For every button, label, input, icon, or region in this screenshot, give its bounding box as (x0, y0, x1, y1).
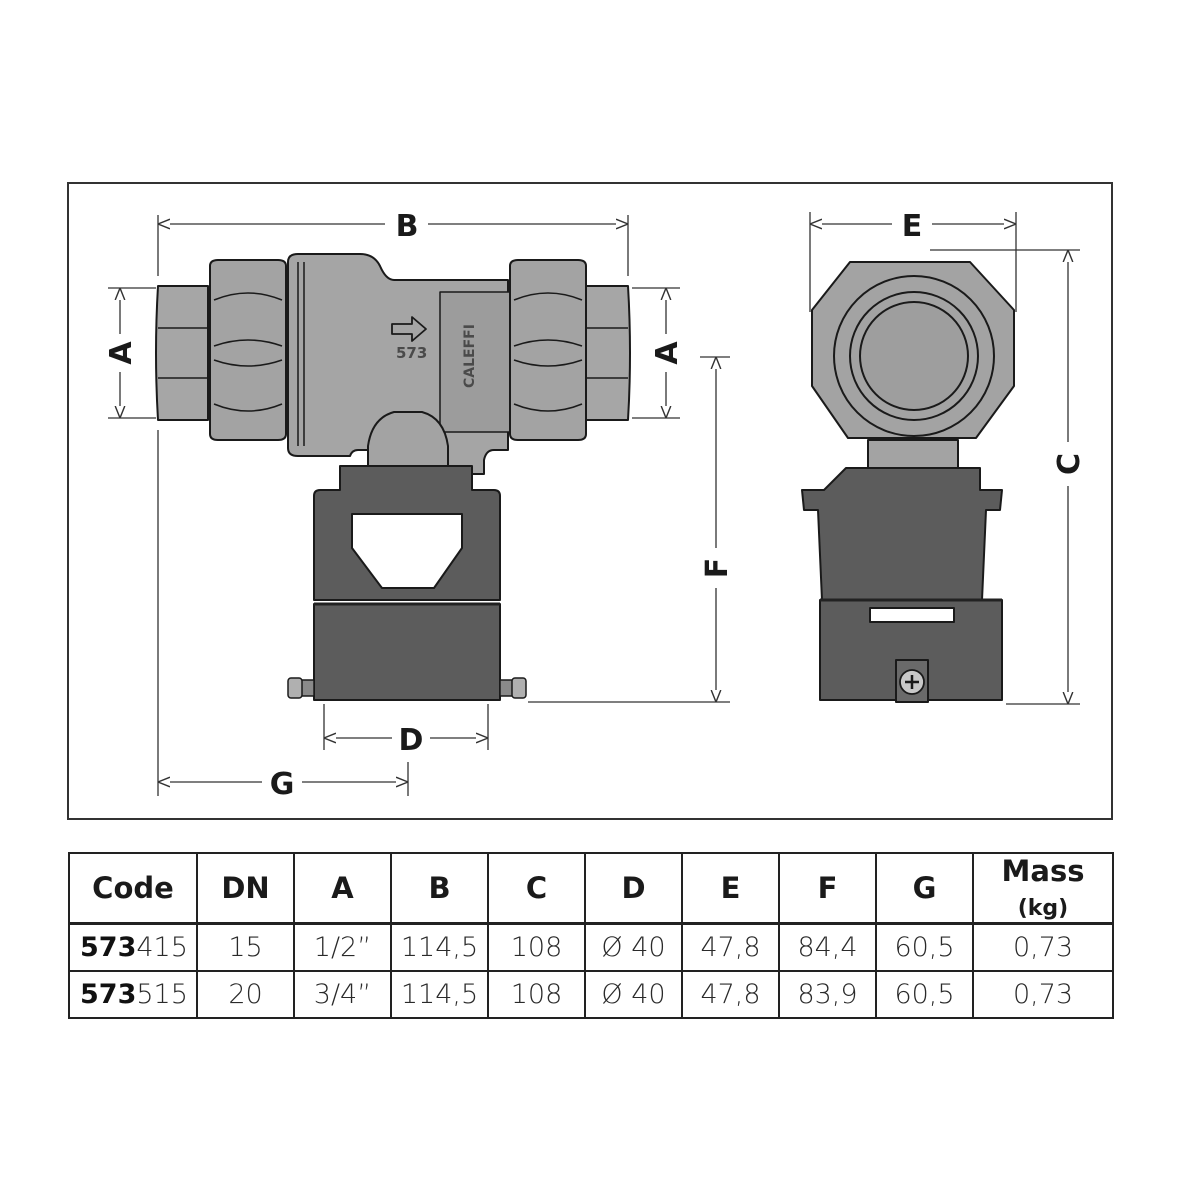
body-model-marking: 573 (396, 344, 427, 362)
header-d: D (584, 852, 683, 925)
header-dn: DN (196, 852, 295, 925)
dimensions-table: Code DN A B C D E F G Mass (kg) 573415 1… (68, 852, 1114, 1019)
side-pipe-bore (859, 301, 969, 411)
valve-technical-drawing: 573 CALEFFI (67, 182, 1113, 820)
dim-label-a-left: A (104, 341, 139, 365)
dim-label-g: G (270, 767, 295, 802)
side-view (801, 261, 1015, 703)
side-insulation-shell (801, 467, 1003, 601)
dim-label-c: C (1052, 453, 1087, 475)
cell-b: 114,5 (390, 970, 489, 1019)
code-prefix: 573 (80, 979, 137, 1010)
table-row: 573415 15 1/2” 114,5 108 Ø 40 47,8 84,4 … (68, 922, 1114, 972)
front-view (155, 253, 631, 701)
header-f: F (778, 852, 877, 925)
flow-arrow-icon (391, 316, 427, 342)
header-b: B (390, 852, 489, 925)
cell-dn: 20 (196, 970, 295, 1019)
code-suffix: 515 (136, 979, 188, 1010)
cell-a: 3/4” (293, 970, 392, 1019)
header-mass-label: Mass (1001, 854, 1085, 888)
cell-a: 1/2” (293, 922, 392, 972)
cell-dn: 15 (196, 922, 295, 972)
cell-c: 108 (487, 970, 586, 1019)
left-pipe-end (155, 285, 209, 421)
right-screw-icon (499, 677, 527, 699)
cell-b: 114,5 (390, 922, 489, 972)
left-screw-icon (287, 677, 315, 699)
cell-g: 60,5 (875, 922, 974, 972)
cell-d: Ø 40 (584, 970, 683, 1019)
tee-neck (367, 411, 449, 471)
cell-d: Ø 40 (584, 922, 683, 972)
cell-f: 84,4 (778, 922, 877, 972)
left-union-nut (209, 259, 287, 441)
insulation-base (313, 603, 501, 701)
side-tee-neck (867, 439, 959, 469)
cell-code: 573415 (68, 922, 198, 972)
insulation-window (351, 513, 463, 589)
table-header-row: Code DN A B C D E F G Mass (kg) (68, 852, 1114, 925)
cell-mass: 0,73 (972, 922, 1114, 972)
cell-mass: 0,73 (972, 970, 1114, 1019)
header-code: Code (68, 852, 198, 925)
code-suffix: 415 (136, 932, 188, 963)
header-mass: Mass (kg) (972, 852, 1114, 925)
dim-label-f: F (700, 558, 735, 579)
dimension-lines (108, 212, 1080, 796)
cell-e: 47,8 (681, 922, 780, 972)
dim-label-e: E (902, 209, 923, 244)
code-prefix: 573 (80, 932, 137, 963)
dim-label-b: B (396, 209, 419, 244)
dim-label-d: D (399, 723, 424, 758)
right-pipe-end (585, 285, 631, 421)
header-a: A (293, 852, 392, 925)
header-c: C (487, 852, 586, 925)
side-insulation-slot (869, 607, 955, 623)
cell-code: 573515 (68, 970, 198, 1019)
dim-label-a-right: A (650, 341, 685, 365)
drawing-frame (67, 182, 1113, 820)
table-row: 573515 20 3/4” 114,5 108 Ø 40 47,8 83,9 … (68, 970, 1114, 1019)
cell-c: 108 (487, 922, 586, 972)
cell-e: 47,8 (681, 970, 780, 1019)
body-brand-marking: CALEFFI (462, 324, 478, 388)
header-e: E (681, 852, 780, 925)
cell-f: 83,9 (778, 970, 877, 1019)
header-mass-unit: (kg) (1017, 896, 1069, 921)
side-screw-icon (899, 669, 925, 695)
cell-g: 60,5 (875, 970, 974, 1019)
right-union-nut (509, 259, 587, 441)
header-g: G (875, 852, 974, 925)
